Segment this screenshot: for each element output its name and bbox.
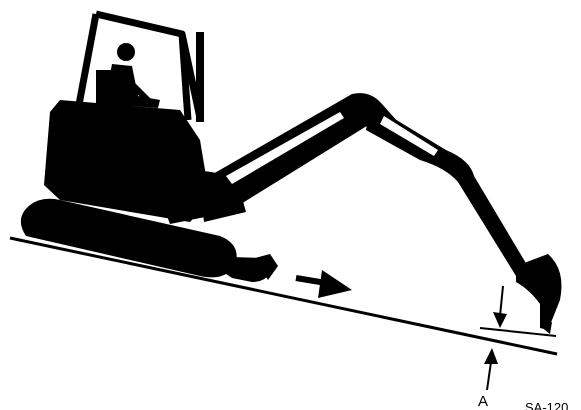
dimension-arrow-bottom <box>484 348 498 390</box>
slope-ground <box>10 238 557 354</box>
stick-arm <box>366 104 530 276</box>
cab-canopy-right-post <box>196 32 204 122</box>
operator-silhouette <box>96 43 160 112</box>
bucket <box>516 254 562 334</box>
dimension-arrow-top <box>493 286 507 328</box>
arrow-right-icon <box>296 270 352 298</box>
figure-code: SA-120 <box>525 400 568 410</box>
callout-label-a: A <box>478 393 488 410</box>
